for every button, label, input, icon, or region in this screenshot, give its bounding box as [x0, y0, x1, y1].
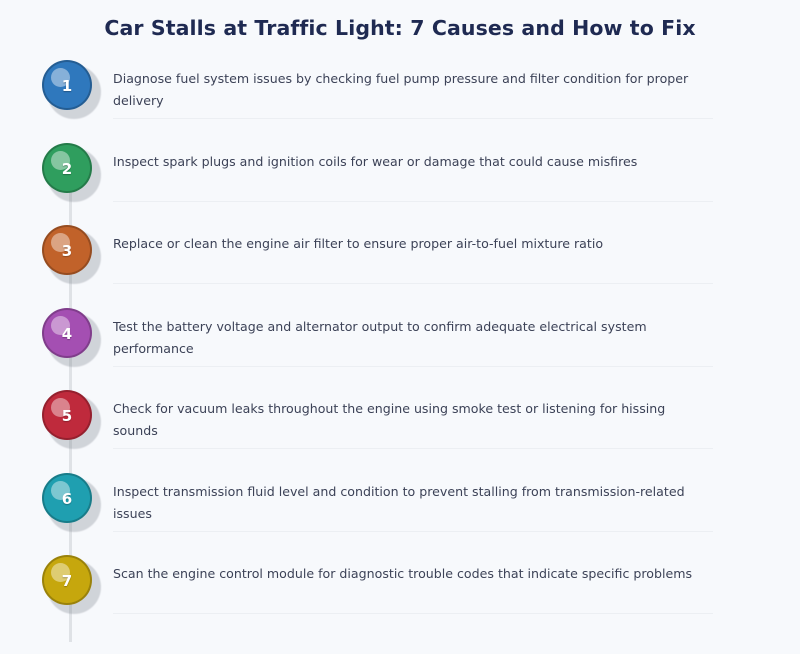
step-divider [113, 448, 713, 449]
step-number: 1 [61, 77, 73, 95]
step-divider [113, 613, 713, 614]
step-divider [113, 365, 713, 367]
step-marker-circle [42, 307, 92, 358]
step-marker-highlight [51, 563, 70, 582]
step-description: Test the battery voltage and alternator … [113, 318, 647, 356]
step-marker-highlight [51, 398, 70, 417]
step-marker-circle [42, 555, 92, 605]
step-marker[interactable]: 4 [42, 307, 102, 368]
step-marker-highlight [51, 233, 70, 252]
step-marker-circle [42, 225, 92, 275]
step-marker[interactable]: 3 [42, 225, 102, 285]
step-marker[interactable]: 7 [42, 555, 102, 615]
step-number: 4 [61, 324, 73, 343]
step-marker-highlight [51, 480, 70, 500]
step-description: Inspect spark plugs and ignition coils f… [113, 153, 638, 169]
step-number: 7 [61, 572, 73, 590]
step-number: 2 [61, 159, 73, 178]
step-number: 3 [61, 242, 73, 260]
step-marker-circle [42, 472, 92, 523]
step-marker-circle [42, 390, 92, 440]
step-description: Replace or clean the engine air filter t… [113, 236, 604, 251]
step-description: Scan the engine control module for diagn… [113, 566, 693, 581]
step-number: 5 [61, 407, 73, 425]
step-marker[interactable]: 5 [42, 390, 102, 450]
page-title: Car Stalls at Traffic Light: 7 Causes an… [104, 16, 696, 40]
step-marker[interactable]: 2 [42, 142, 102, 203]
step-marker-highlight [51, 68, 70, 87]
step-marker-circle [42, 60, 92, 110]
step-marker-highlight [51, 315, 70, 335]
step-marker[interactable]: 6 [42, 472, 102, 533]
step-description: Diagnose fuel system issues by checking … [113, 71, 689, 108]
step-marker-highlight [51, 150, 70, 170]
step-marker[interactable]: 1 [42, 60, 102, 120]
step-marker-circle [42, 142, 92, 193]
step-divider [113, 283, 713, 284]
step-divider [113, 530, 713, 532]
step-divider [113, 118, 713, 119]
step-divider [113, 200, 713, 202]
step-description: Check for vacuum leaks throughout the en… [113, 401, 666, 438]
step-description: Inspect transmission fluid level and con… [113, 483, 685, 521]
step-number: 6 [61, 489, 73, 508]
